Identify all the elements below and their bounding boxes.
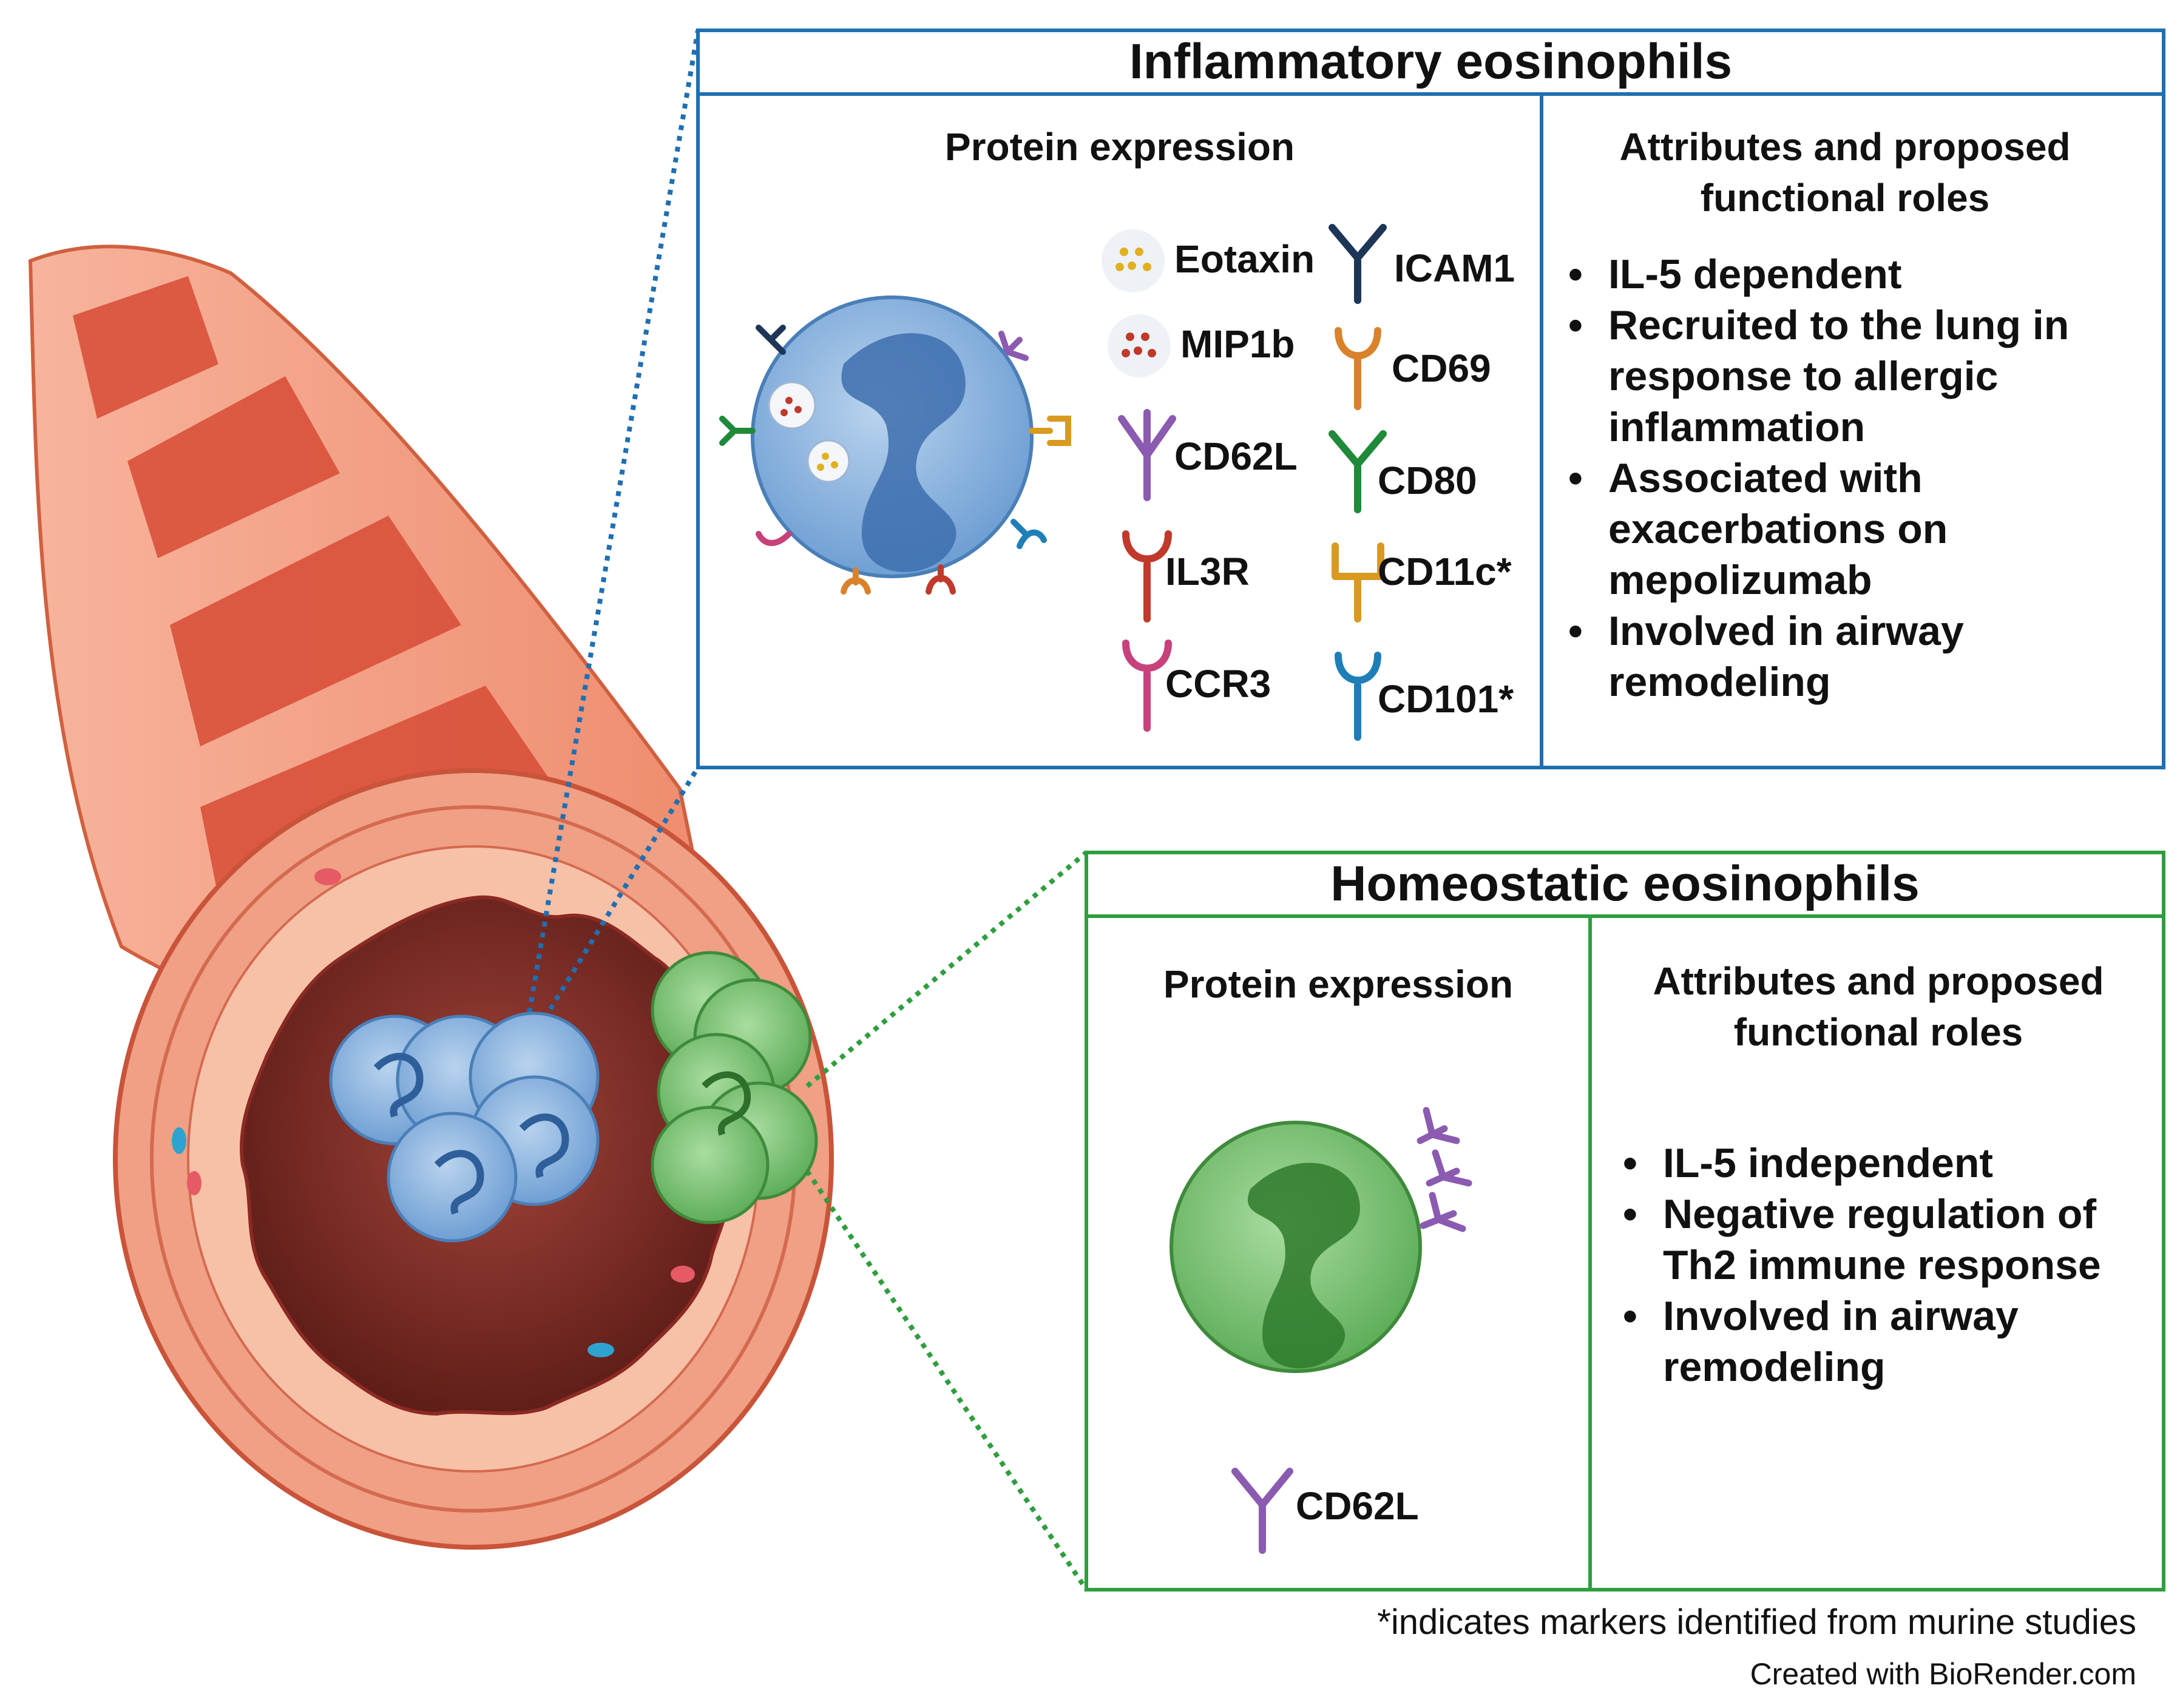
mip1b-icon — [1108, 314, 1171, 377]
marker-eotaxin: Eotaxin — [1174, 237, 1315, 281]
inflammatory-protein-heading: Protein expression — [944, 125, 1295, 169]
homeostatic-protein-heading: Protein expression — [1163, 962, 1514, 1006]
marker-icam1: ICAM1 — [1394, 246, 1515, 290]
ccr3-receptor-icon — [1122, 640, 1172, 732]
inflammatory-eosinophil-cluster — [329, 1011, 600, 1243]
eotaxin-icon — [1102, 229, 1165, 292]
credit: Created with BioRender.com — [1750, 1657, 2136, 1691]
inflammatory-attributes-heading: Attributes and proposed functional roles — [1619, 125, 2071, 220]
inflammatory-eosinophil-cell — [719, 295, 1071, 595]
marker-cd62l: CD62L — [1174, 434, 1298, 478]
homeostatic-attribute-item: Negative regulation of Th2 immune respon… — [1620, 1189, 2155, 1291]
marker-cd11c: CD11c* — [1378, 550, 1512, 593]
cd62l-receptor-icon — [1118, 409, 1176, 501]
footnote: *indicates markers identified from murin… — [1377, 1602, 2136, 1642]
homeostatic-attributes-heading: Attributes and proposed functional roles — [1653, 959, 2104, 1054]
inflammatory-attributes-list: IL-5 dependent Recruited to the lung in … — [1566, 249, 2148, 707]
homeostatic-attribute-item: Involved in airway remodeling — [1620, 1291, 2155, 1392]
marker-ccr3: CCR3 — [1165, 662, 1271, 706]
inflammatory-title: Inflammatory eosinophils — [1129, 34, 1733, 89]
inflammatory-attribute-item: Associated with exacerbations on mepoliz… — [1566, 453, 2148, 606]
homeostatic-eosinophil-cluster — [651, 951, 818, 1224]
marker-il3r: IL3R — [1165, 550, 1250, 593]
marker-cd80: CD80 — [1378, 459, 1477, 502]
marker-cd69: CD69 — [1392, 346, 1491, 390]
marker-mip1b: MIP1b — [1180, 322, 1295, 366]
homeostatic-attributes-list: IL-5 independent Negative regulation of … — [1620, 1138, 2155, 1392]
marker-cd101: CD101* — [1378, 677, 1514, 721]
cd62l-receptor-icon-homeostatic — [1231, 1468, 1293, 1554]
icam1-receptor-icon — [1329, 224, 1387, 304]
cd11c-receptor-icon — [1332, 542, 1384, 623]
marker-cd62l-homeostatic: CD62L — [1296, 1484, 1419, 1528]
inflammatory-attribute-item: Recruited to the lung in response to all… — [1566, 300, 2148, 453]
cd69-receptor-icon — [1335, 327, 1381, 410]
cd101-receptor-icon — [1335, 652, 1381, 741]
homeostatic-eosinophil-cell — [1170, 1107, 1472, 1373]
homeostatic-title: Homeostatic eosinophils — [1330, 856, 1920, 911]
il3r-receptor-icon — [1122, 530, 1172, 623]
homeostatic-attribute-item: IL-5 independent — [1620, 1138, 2155, 1189]
cd80-receptor-icon — [1329, 430, 1387, 513]
inflammatory-attribute-item: IL-5 dependent — [1566, 249, 2148, 300]
zoom-lines — [520, 30, 1089, 1592]
inflammatory-attribute-item: Involved in airway remodeling — [1566, 606, 2148, 707]
